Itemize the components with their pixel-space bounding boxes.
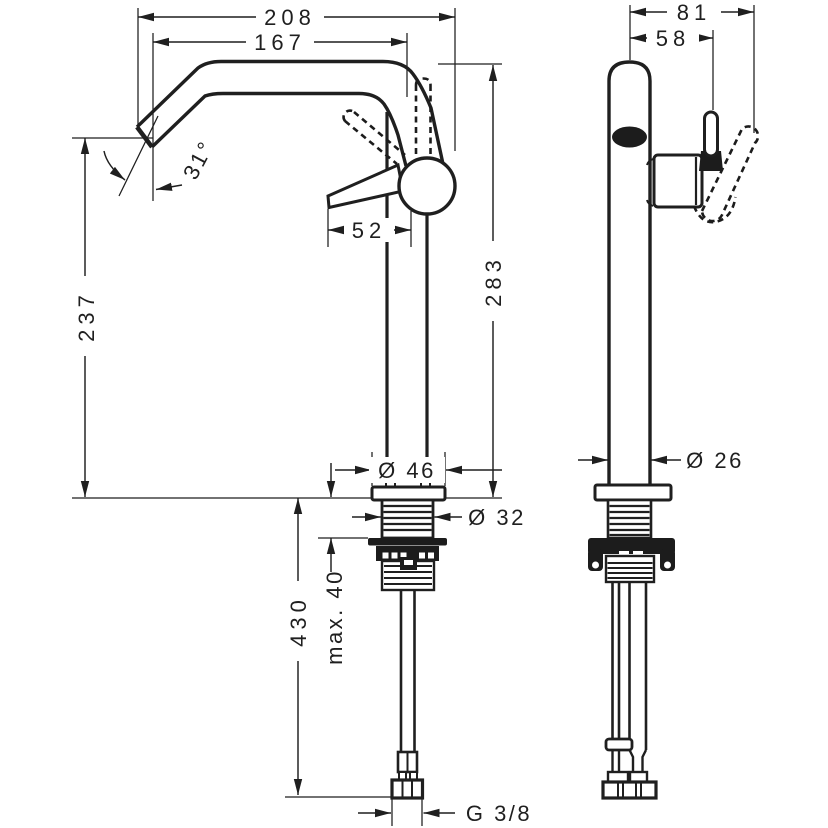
side-hose-connectors [601,770,658,800]
handle-pin [703,110,719,158]
dim-label-58: 58 [656,26,690,51]
dim-label-dia46: Ø 46 [378,458,436,483]
side-handle [652,110,723,209]
dim-label-237: 237 [74,290,99,342]
side-base [588,483,675,800]
angle-extension-line [118,115,159,197]
side-view [588,60,723,800]
dim-label-dia26: Ø 26 [686,448,744,473]
dim-label-283: 283 [481,255,506,307]
mounting-nut [368,538,447,561]
dim-label-dia32: Ø 32 [468,505,526,530]
angle-leader-2 [155,182,183,191]
side-body [607,60,652,485]
hose-connector [390,750,425,800]
aerator-outlet [612,126,647,148]
front-spout [135,59,445,167]
front-handle-joint [397,156,457,216]
lever-alt-position-dashed [342,77,760,224]
side-mounting-nut [588,538,675,554]
spout-outlet-face [135,125,154,149]
side-hoses [604,582,648,772]
front-view [135,59,457,800]
base-plate [370,485,447,502]
supply-hose [399,590,416,752]
dim-label-g38: G 3/8 [466,801,532,826]
dim-label-430: 430 [286,595,311,647]
handle-block [652,153,704,209]
dim-label-208: 208 [264,5,316,30]
dim-label-167: 167 [254,30,306,55]
dimension-lines [80,7,754,818]
side-flange [593,483,673,502]
dim-label-81: 81 [677,0,711,25]
front-base [368,480,447,800]
dim-label-max40: max. 40 [322,569,347,665]
dim-label-52: 52 [352,218,386,243]
shank-thread [380,498,435,540]
angle-leader-1 [103,150,126,181]
dim-label-angle-31: 31° [178,136,219,184]
dimension-labels: 208 167 81 58 52 237 283 430 max. 40 31°… [74,0,744,826]
front-lever [326,162,405,210]
